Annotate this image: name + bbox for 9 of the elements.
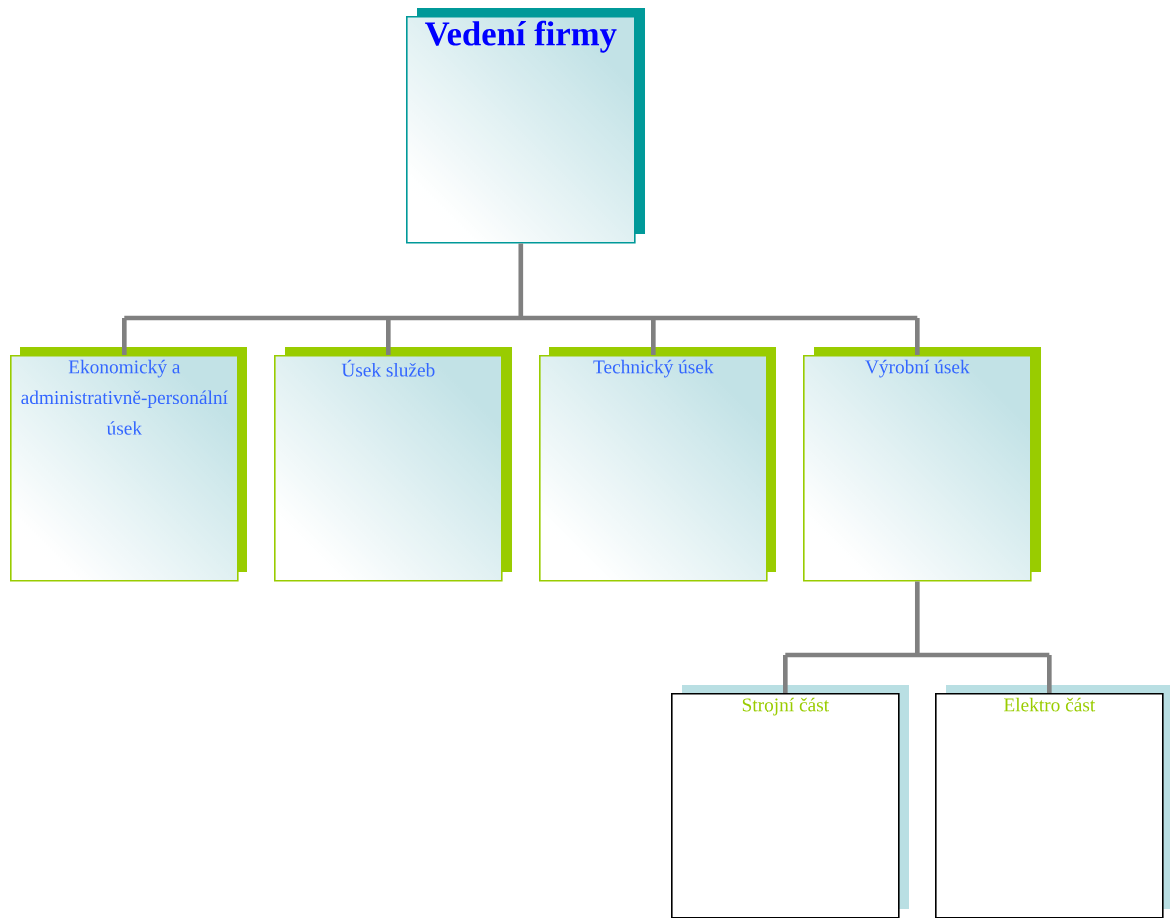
org-box: Technický úsek (539, 347, 776, 582)
org-box: Strojní část (671, 685, 909, 918)
org-box: Výrobní úsek (803, 347, 1041, 582)
connector-line (782, 579, 1052, 693)
org-box: Úsek služeb (274, 347, 512, 582)
org-box: Vedení firmy (406, 8, 645, 244)
connector-line (121, 241, 920, 355)
org-box: Elektro část (935, 685, 1170, 918)
org-box: Ekonomický a administrativně-personální úsek (10, 347, 247, 582)
